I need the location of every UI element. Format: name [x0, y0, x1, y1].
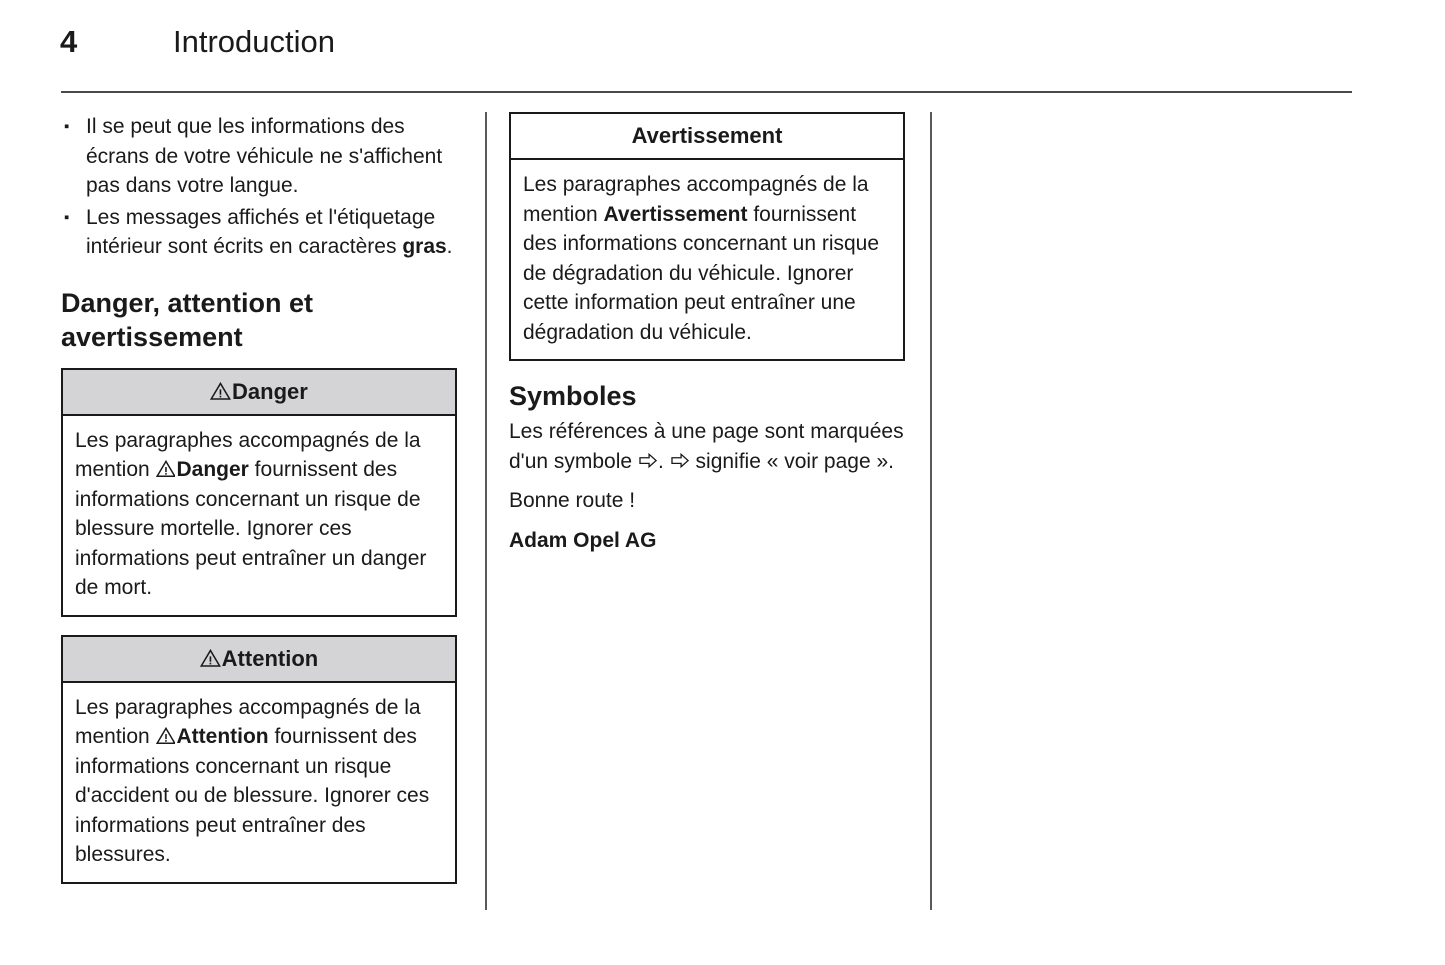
attention-notice-title: Attention	[221, 645, 319, 671]
left-column: ▪ Il se peut que les informations des éc…	[61, 112, 457, 902]
symbols-description-paragraph: Les références à une page sont marquées …	[509, 417, 905, 476]
warning-triangle-icon	[155, 460, 176, 478]
warning-triangle-icon	[199, 648, 221, 667]
danger-notice-title: Danger	[232, 378, 308, 404]
page-title: Introduction	[173, 24, 335, 59]
danger-notice-box: Danger Les paragraphes accompagnés de la…	[61, 367, 457, 617]
attention-body-before: Les paragraphes accompagnés de la mentio…	[75, 695, 421, 749]
right-arrow-outline-icon	[639, 453, 657, 469]
list-item: ▪ Il se peut que les informations des éc…	[61, 112, 457, 201]
avertissement-body-after: fournissent des informations concernant …	[523, 202, 880, 344]
list-item-text-before: Les messages affichés et l'étiquetage in…	[86, 205, 436, 259]
section-heading-danger-attention: Danger, attention et avertissement	[61, 287, 314, 352]
right-column: Avertissement Les paragraphes accompagné…	[509, 112, 905, 555]
danger-body-before: Les paragraphes accompagnés de la mentio…	[75, 428, 421, 482]
attention-notice-header: Attention	[63, 636, 455, 683]
header-divider-rule	[61, 91, 1352, 93]
list-item-text-bold: gras	[402, 235, 447, 258]
section-heading-symboles: Symboles	[509, 381, 637, 412]
list-item-text: Il se peut que les informations des écra…	[86, 115, 443, 197]
symbols-text-mid: .	[657, 449, 670, 473]
symbols-text-before: Les références à une page sont marquées …	[509, 420, 904, 473]
bonne-route-paragraph: Bonne route !	[509, 489, 636, 513]
attention-body-inline-label: Attention	[155, 725, 269, 749]
right-arrow-outline-icon	[670, 453, 689, 469]
company-signature: Adam Opel AG	[509, 528, 657, 552]
page-number: 4	[60, 24, 78, 59]
attention-notice-box: Attention Les paragraphes accompagnés de…	[61, 634, 457, 884]
danger-body-bold-word: Danger	[176, 458, 249, 482]
column-divider-left	[485, 112, 487, 910]
attention-body-after: fournissent des informations concernant …	[75, 725, 430, 867]
list-item: ▪ Les messages affichés et l'étiquetage …	[61, 203, 457, 262]
danger-body-inline-label: Danger	[155, 458, 249, 482]
attention-notice-body: Les paragraphes accompagnés de la mentio…	[63, 683, 455, 882]
warning-triangle-icon	[155, 727, 176, 745]
avertissement-notice-body: Les paragraphes accompagnés de la mentio…	[511, 160, 903, 359]
attention-body-bold-word: Attention	[176, 725, 269, 749]
avertissement-notice-box: Avertissement Les paragraphes accompagné…	[509, 112, 905, 362]
square-bullet-icon: ▪	[64, 208, 70, 226]
danger-body-after: fournissent des informations concernant …	[75, 458, 427, 600]
danger-notice-body: Les paragraphes accompagnés de la mentio…	[63, 416, 455, 615]
avertissement-body-bold-word: Avertissement	[603, 202, 748, 226]
avertissement-notice-header: Avertissement	[511, 114, 903, 161]
avertissement-notice-title: Avertissement	[631, 123, 783, 148]
square-bullet-icon: ▪	[64, 118, 70, 135]
page-header: 4 Introduction	[0, 0, 1445, 96]
warning-triangle-icon	[210, 381, 232, 400]
avertissement-body-before: Les paragraphes accompagnés de la mentio…	[523, 173, 869, 226]
danger-notice-header: Danger	[63, 369, 455, 416]
list-item-text-after: .	[446, 235, 453, 258]
symbols-text-after: signifie « voir page ».	[689, 449, 894, 473]
column-divider-right	[930, 112, 932, 910]
intro-bullet-list: ▪ Il se peut que les informations des éc…	[61, 112, 457, 262]
